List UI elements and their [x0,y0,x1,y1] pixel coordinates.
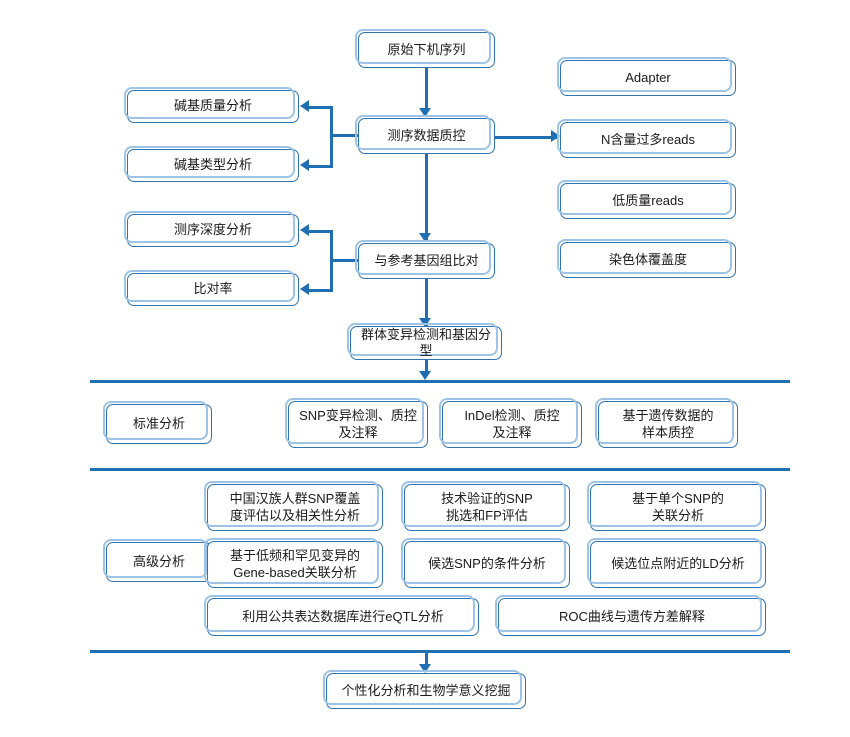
arrowhead-align-to-variant [419,318,431,327]
node-base-type-label: 碱基类型分析 [173,157,252,173]
node-single-snp-assoc-label: 基于单个SNP的 关联分析 [632,491,724,523]
node-base-type[interactable]: 碱基类型分析 [124,146,299,182]
node-eqtl-label: 利用公共表达数据库进行eQTL分析 [242,608,444,624]
arrowhead-align-to-depth [300,224,309,236]
node-indel-qc[interactable]: InDel检测、质控 及注释 [439,398,582,448]
node-base-quality-label: 碱基质量分析 [173,98,252,114]
node-variant-calling[interactable]: 群体变异检测和基因分型 [347,323,502,360]
node-align-rate-label: 比对率 [193,281,233,297]
arrowhead-variant-to-standard [419,371,431,380]
section-divider-standard [90,380,790,383]
node-conditional-snp[interactable]: 候选SNP的条件分析 [401,538,570,588]
connector-align-to-rate [308,289,333,292]
node-adapter[interactable]: Adapter [557,57,736,96]
node-standard-analysis[interactable]: 标准分析 [103,401,212,444]
node-n-reads-label: N含量过多reads [601,131,695,147]
node-qc[interactable]: 测序数据质控 [355,115,495,154]
node-han-snp-coverage-label: 中国汉族人群SNP覆盖 度评估以及相关性分析 [229,491,361,523]
node-chr-coverage[interactable]: 染色体覆盖度 [557,239,736,278]
connector-qc-to-base-type [308,165,333,168]
arrowhead-align-to-rate [300,283,309,295]
connector-align-left-stem [330,259,360,262]
node-alignment-label: 与参考基因组比对 [374,252,479,268]
node-low-quality-reads[interactable]: 低质量reads [557,180,736,219]
node-personalized-label: 个性化分析和生物学意义挖掘 [341,682,511,698]
connector-qc-to-n-reads [495,136,557,139]
node-standard-analysis-label: 标准分析 [132,415,185,431]
node-chr-coverage-label: 染色体覆盖度 [608,251,687,267]
node-conditional-snp-label: 候选SNP的条件分析 [428,556,546,572]
arrowhead-qc-to-base-type [300,159,309,171]
node-sample-qc-label: 基于遗传数据的 样本质控 [622,408,714,440]
connector-qc-left-stem [330,134,360,137]
node-advanced-analysis-label: 高级分析 [132,553,185,569]
connector-variant-to-standard [425,360,428,376]
node-low-quality-reads-label: 低质量reads [612,192,684,208]
connector-divider-to-personalized [425,650,428,669]
node-ld-analysis[interactable]: 候选位点附近的LD分析 [587,538,766,588]
node-sample-qc[interactable]: 基于遗传数据的 样本质控 [595,398,738,448]
node-indel-qc-label: InDel检测、质控 及注释 [464,408,560,440]
node-snp-qc[interactable]: SNP变异检测、质控 及注释 [285,398,428,448]
arrowhead-qc-to-alignment [419,233,431,242]
node-roc[interactable]: ROC曲线与遗传方差解释 [495,595,766,636]
node-tech-validated-snp-label: 技术验证的SNP 挑选和FP评估 [441,491,533,523]
node-depth-label: 测序深度分析 [173,222,252,238]
arrowhead-qc-to-base-quality [300,100,309,112]
connector-qc-to-base-quality [308,106,333,109]
node-roc-label: ROC曲线与遗传方差解释 [559,608,705,624]
node-advanced-analysis[interactable]: 高级分析 [103,539,212,582]
node-n-reads[interactable]: N含量过多reads [557,119,736,158]
node-single-snp-assoc[interactable]: 基于单个SNP的 关联分析 [587,481,766,531]
arrowhead-raw-to-qc [419,108,431,117]
node-gene-based-label: 基于低频和罕见变异的 Gene-based关联分析 [229,548,360,580]
node-raw-reads-label: 原始下机序列 [387,41,466,57]
node-raw-reads[interactable]: 原始下机序列 [355,29,495,68]
node-eqtl[interactable]: 利用公共表达数据库进行eQTL分析 [204,595,479,636]
connector-align-to-variant [425,279,428,326]
node-depth[interactable]: 测序深度分析 [124,211,299,247]
arrowhead-divider-to-personalized [419,664,431,673]
node-snp-qc-label: SNP变异检测、质控 及注释 [299,408,417,440]
node-align-rate[interactable]: 比对率 [124,270,299,306]
node-adapter-label: Adapter [625,69,671,85]
connector-qc-left-bus [330,106,333,168]
section-divider-advanced [90,468,790,471]
node-tech-validated-snp[interactable]: 技术验证的SNP 挑选和FP评估 [401,481,570,531]
node-qc-label: 测序数据质控 [387,127,466,143]
node-variant-calling-label: 群体变异检测和基因分型 [360,326,491,358]
node-alignment[interactable]: 与参考基因组比对 [355,240,495,279]
connector-qc-to-alignment [425,154,428,241]
connector-raw-to-qc [425,68,428,112]
node-personalized[interactable]: 个性化分析和生物学意义挖掘 [323,670,526,709]
node-han-snp-coverage[interactable]: 中国汉族人群SNP覆盖 度评估以及相关性分析 [204,481,383,531]
node-ld-analysis-label: 候选位点附近的LD分析 [611,556,745,572]
connector-align-left-bus [330,230,333,292]
node-base-quality[interactable]: 碱基质量分析 [124,87,299,123]
connector-align-to-depth [308,230,333,233]
node-gene-based[interactable]: 基于低频和罕见变异的 Gene-based关联分析 [204,538,383,588]
arrowhead-qc-to-n-reads [551,130,560,142]
section-divider-personalized [90,650,790,653]
